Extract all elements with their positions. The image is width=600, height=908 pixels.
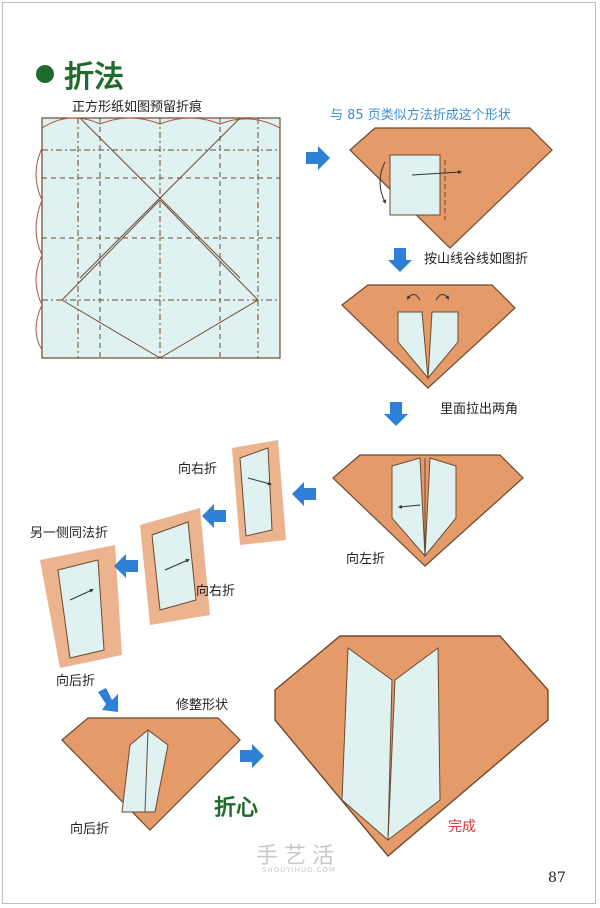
step3-diagram [341, 284, 516, 389]
arrow-down-right-icon [98, 688, 118, 712]
watermark-logo: 手艺活 [256, 844, 341, 869]
caption-step1: 正方形纸如图预留折痕 [72, 100, 203, 115]
caption-step6: 向右折 [178, 462, 218, 477]
caption-step9: 向后折 [56, 674, 96, 689]
arrow-right-icon [240, 744, 264, 768]
caption-step4: 里面拉出两角 [440, 402, 519, 417]
arrow-down-icon [388, 248, 412, 272]
arrow-down-icon [384, 402, 408, 426]
caption-step11: 向后折 [70, 822, 110, 837]
step7-diagram [140, 508, 210, 625]
arrow-left-icon [292, 482, 316, 506]
arrows [98, 146, 412, 768]
caption-step2: 与 85 页类似方法折成这个形状 [330, 108, 511, 123]
caption-step10: 修整形状 [176, 698, 229, 713]
caption-step8: 另一侧同法折 [30, 526, 109, 541]
step2-diagram [349, 127, 553, 249]
watermark-url: SHOUYIHUO.COM [262, 866, 336, 874]
section-heading: 折法 [36, 52, 124, 96]
arrow-left-icon [114, 554, 138, 578]
step10-diagram [61, 717, 241, 831]
caption-step5: 向左折 [346, 552, 386, 567]
heading-text: 折法 [64, 60, 124, 95]
arrow-left-icon [202, 504, 226, 528]
title-text: 折心 [214, 796, 259, 821]
caption-step7: 向右折 [196, 584, 236, 599]
bullet-icon [36, 65, 54, 83]
step4-diagram [332, 454, 524, 567]
page-number: 87 [548, 870, 566, 886]
caption-step3: 按山线谷线如图折 [424, 252, 529, 267]
final-heart-diagram [274, 635, 549, 857]
arrow-right-icon [306, 146, 330, 170]
done-label: 完成 [448, 819, 476, 835]
step6-diagram [232, 440, 286, 545]
step8-diagram [40, 545, 122, 668]
step1-square-diagram [35, 117, 281, 359]
